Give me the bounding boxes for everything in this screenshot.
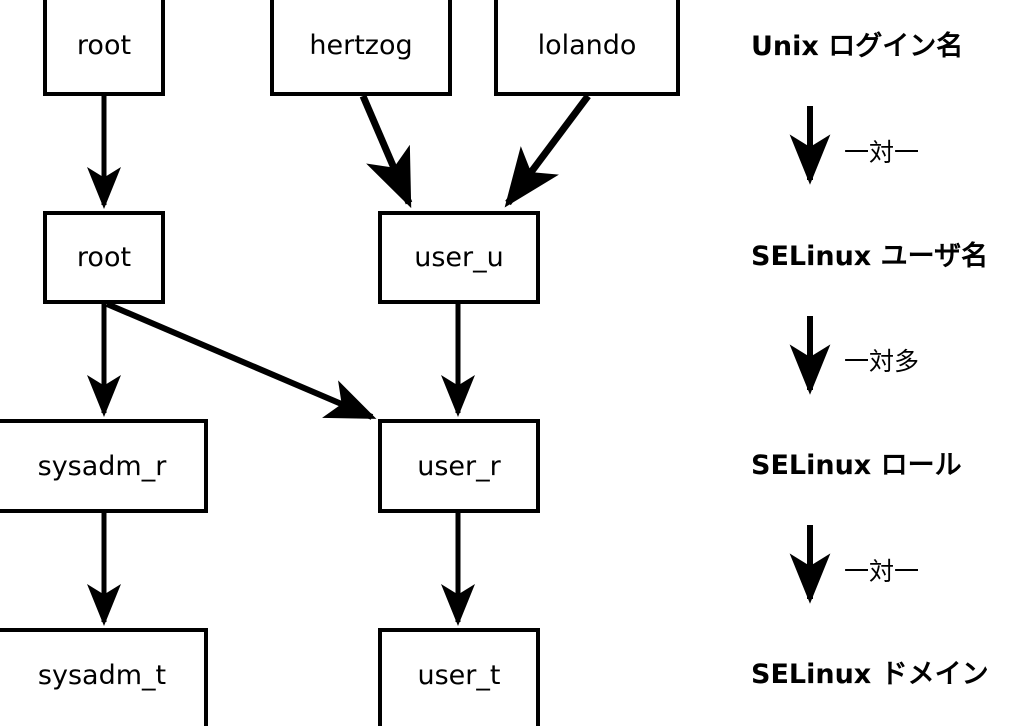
node-label: sysadm_r — [37, 450, 167, 482]
legend-title-selinux-domain: SELinux ドメイン — [751, 659, 989, 690]
node-label: user_r — [417, 450, 501, 482]
legend-title-selinux-user: SELinux ユーザ名 — [751, 241, 989, 272]
node-sysadm-r[interactable]: sysadm_r — [0, 419, 208, 513]
node-label: hertzog — [309, 29, 413, 61]
node-user-u[interactable]: user_u — [378, 211, 540, 304]
legend-title-selinux-role: SELinux ロール — [751, 450, 962, 481]
node-label: root — [76, 242, 132, 273]
node-lolando[interactable]: lolando — [494, 0, 680, 96]
node-root-login[interactable]: root — [43, 0, 165, 96]
node-label: root — [76, 29, 132, 61]
edge-root-user-to-user-r — [105, 301, 377, 420]
node-hertzog[interactable]: hertzog — [270, 0, 452, 96]
legend-relation-role-to-domain: 一対一 — [844, 557, 920, 586]
node-user-t[interactable]: user_t — [378, 628, 540, 726]
legend-title-unix-login: Unix ログイン名 — [751, 31, 964, 62]
node-sysadm-t[interactable]: sysadm_t — [0, 628, 208, 726]
legend-relation-login-to-user: 一対一 — [844, 138, 920, 167]
legend-relation-user-to-role: 一対多 — [844, 347, 920, 376]
node-label: lolando — [537, 29, 637, 61]
edge-lolando-to-user-u — [504, 93, 591, 208]
edge-hertzog-to-user-u — [359, 94, 413, 209]
node-label: user_u — [414, 242, 504, 273]
node-label: user_t — [417, 659, 501, 691]
node-user-r[interactable]: user_r — [378, 419, 540, 513]
node-root-selinux-user[interactable]: root — [43, 211, 165, 304]
node-label: sysadm_t — [37, 659, 167, 691]
